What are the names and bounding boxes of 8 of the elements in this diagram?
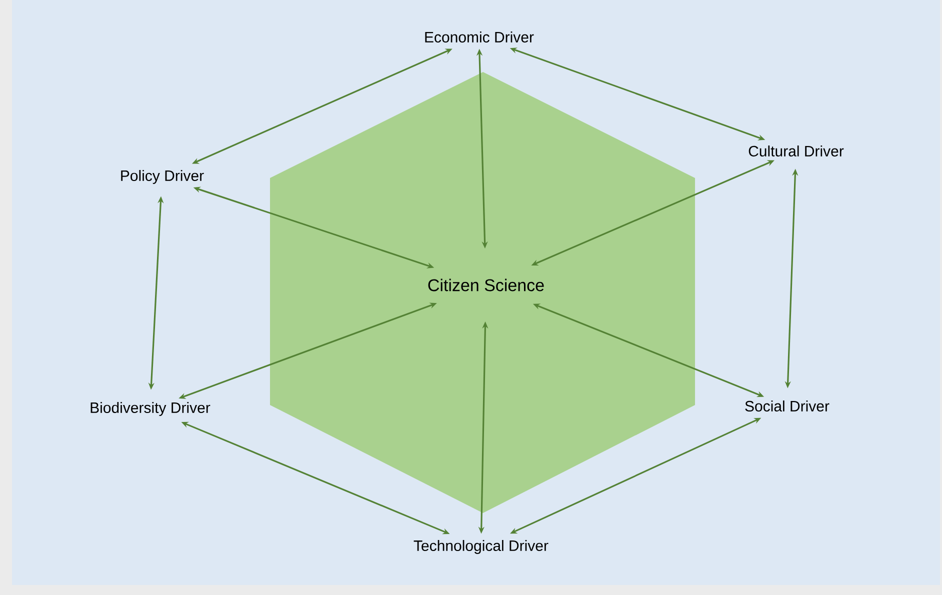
hexagon xyxy=(270,72,695,513)
driver-label: Technological Driver xyxy=(414,540,548,554)
center-label: Citizen Science xyxy=(428,278,544,292)
driver-label: Social Driver xyxy=(745,400,830,412)
driver-label: Biodiversity Driver xyxy=(90,402,210,416)
driver-label: Cultural Driver xyxy=(748,146,844,156)
driver-label: Economic Driver xyxy=(425,32,534,42)
driver-label: Policy Driver xyxy=(121,170,204,184)
